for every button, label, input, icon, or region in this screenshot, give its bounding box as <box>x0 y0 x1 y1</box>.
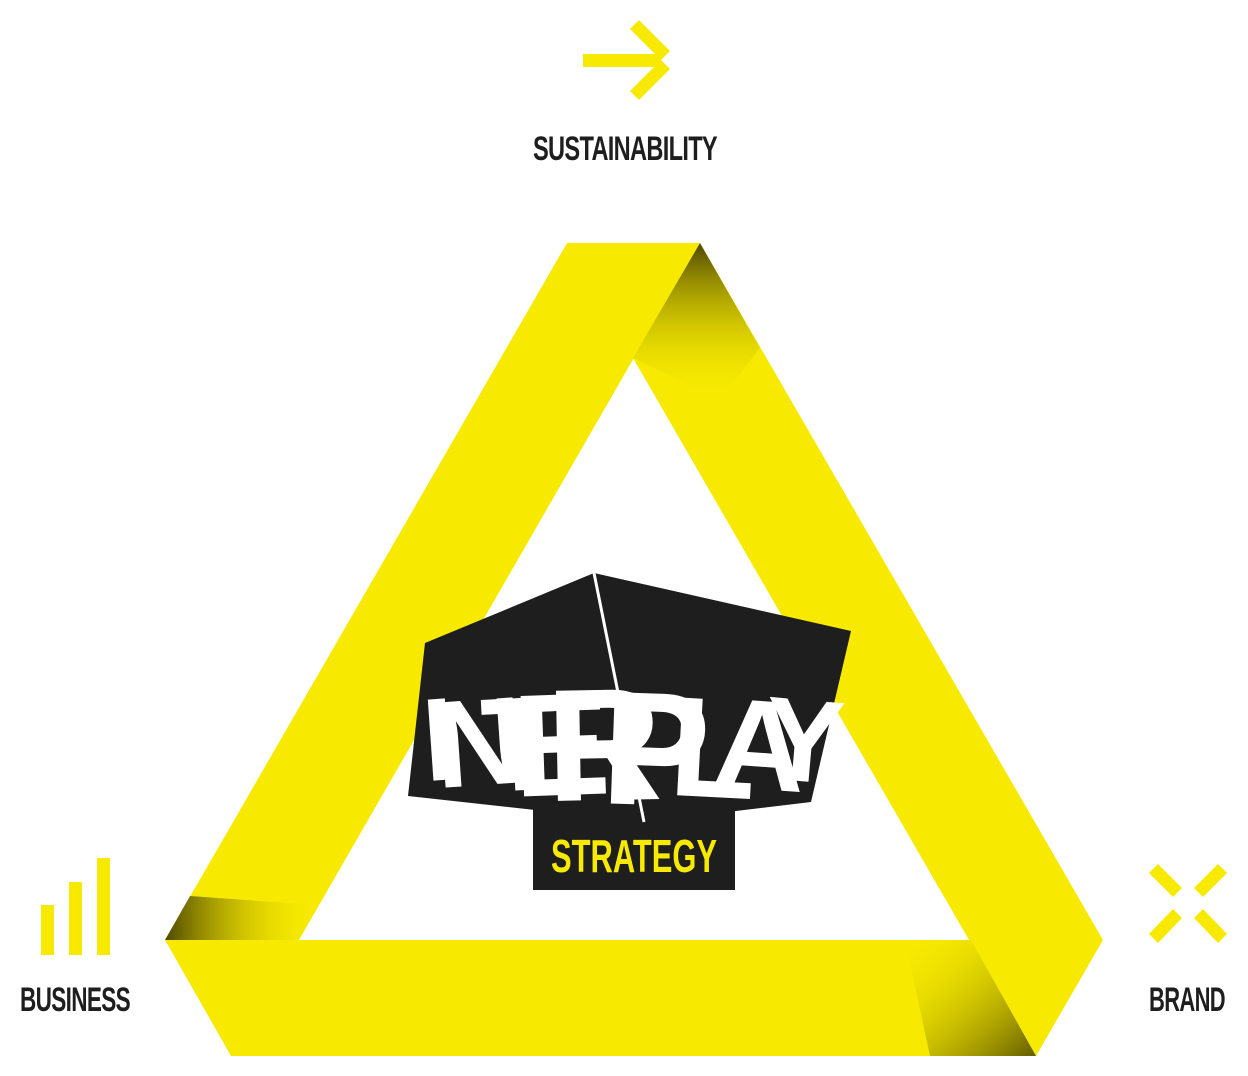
logo-box <box>408 573 851 822</box>
logo-letter-y: Y <box>759 672 849 810</box>
arrow-right-icon <box>583 20 670 100</box>
bar-chart-icon <box>41 858 110 955</box>
triangle-right-arm <box>633 243 1103 1056</box>
strategy-plate <box>533 808 735 890</box>
logo-letter-p: P <box>599 657 713 842</box>
interplay-logo: I N T E R P L A Y STRATEGY <box>408 572 851 890</box>
label-brand: BRAND <box>1149 981 1225 1019</box>
logo-subtitle: STRATEGY <box>551 830 717 882</box>
fold-shadow-top <box>633 243 760 400</box>
impossible-triangle <box>165 243 1103 1056</box>
fold-shadow-left <box>165 896 318 940</box>
logo-letter-t: T <box>478 668 568 821</box>
logo-letter-n: N <box>430 671 529 815</box>
logo-word: I N T E R P L A Y <box>418 654 848 842</box>
fold-shadow-right <box>905 940 1036 1056</box>
label-business: BUSINESS <box>20 981 130 1019</box>
logo-letter-r: R <box>545 654 664 835</box>
logo-letter-a: A <box>709 671 811 820</box>
cross-x-icon <box>1149 864 1227 943</box>
label-sustainability: SUSTAINABILITY <box>533 130 718 168</box>
logo-letter-l: L <box>666 667 761 830</box>
triangle-bottom-arm <box>165 940 1036 1056</box>
triangle-left-arm <box>165 243 700 940</box>
logo-letter-e: E <box>510 661 613 827</box>
